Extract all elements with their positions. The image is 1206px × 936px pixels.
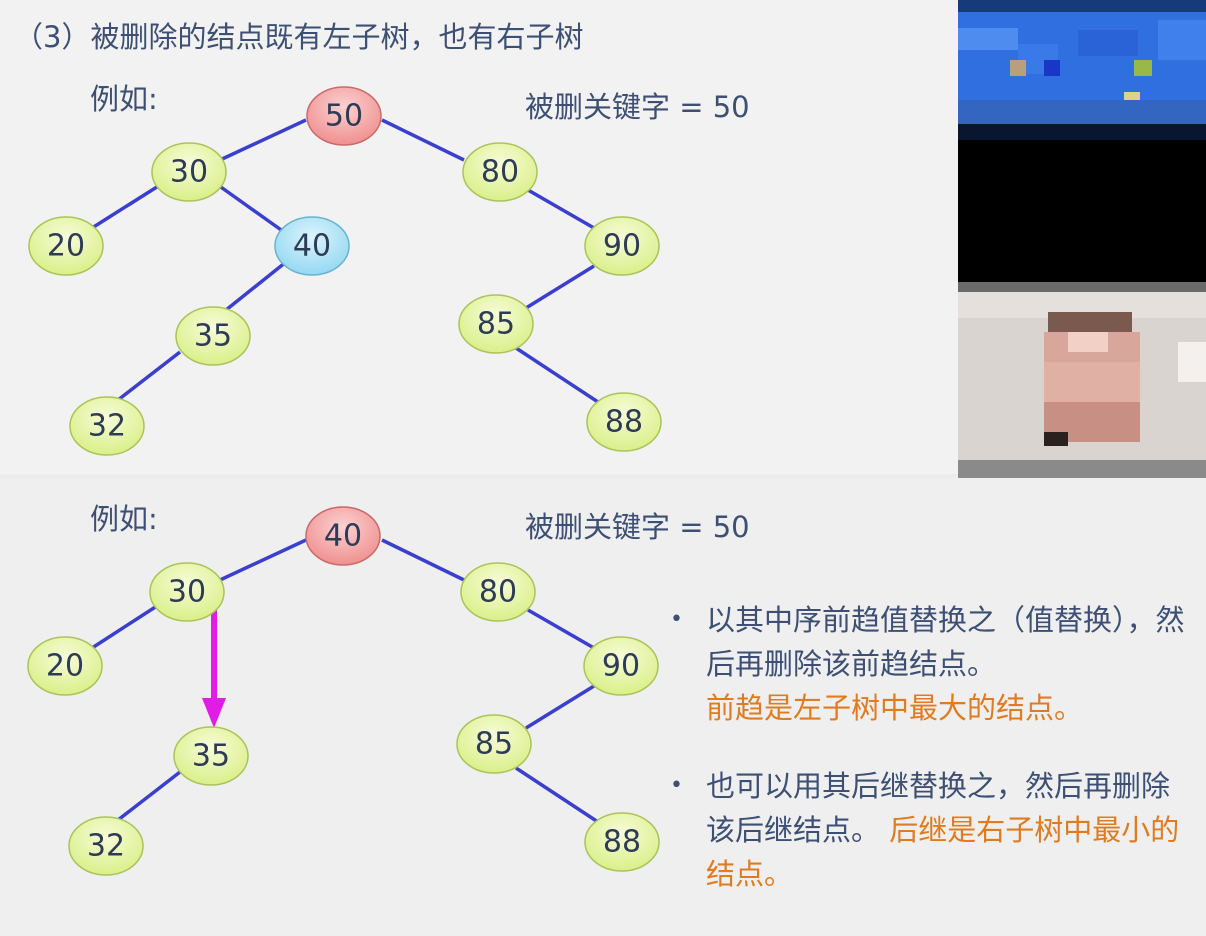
bullet-predecessor: • 以其中序前趋值替换之（值替换），然后再删除该前趋结点。 前趋是左子树中最大的…	[668, 598, 1188, 730]
tree-node-35: 35	[175, 306, 251, 366]
tree-node-30: 30	[149, 562, 225, 622]
bullet-predecessor-text: 以其中序前趋值替换之（值替换），然后再删除该前趋结点。	[706, 603, 1185, 681]
example-label-bottom: 例如:	[90, 502, 158, 536]
node-label: 90	[603, 229, 641, 264]
tree-node-50: 50	[306, 86, 382, 146]
node-label: 20	[46, 649, 84, 684]
node-label: 88	[603, 825, 641, 860]
edge-90-85	[525, 264, 595, 310]
edge-85-88	[515, 346, 599, 404]
node-label: 90	[602, 649, 640, 684]
bullet-successor-highlight: 后继是右子树中最小的结点。	[706, 813, 1180, 891]
tree-node-88: 88	[584, 812, 660, 872]
bullet-icon: •	[670, 773, 683, 798]
slide-top	[0, 0, 958, 474]
edge-50-80	[381, 118, 465, 162]
tree-node-85: 85	[458, 294, 534, 354]
node-label: 30	[168, 575, 206, 610]
edge-50-30	[219, 118, 307, 162]
tree-node-30: 30	[151, 142, 227, 202]
edge-90-85	[525, 684, 595, 730]
edge-80-90	[527, 188, 595, 230]
edge-30-40	[216, 183, 286, 234]
bullet-icon: •	[670, 607, 683, 632]
tree-node-90: 90	[583, 636, 659, 696]
bullet-successor-text: 也可以用其后继替换之，然后再删除该后继结点。	[706, 769, 1171, 847]
bullet-successor: • 也可以用其后继替换之，然后再删除该后继结点。 后继是右子树中最小的结点。	[668, 764, 1188, 896]
node-label: 50	[325, 99, 363, 134]
tree-node-40: 40	[274, 216, 350, 276]
node-label: 20	[47, 229, 85, 264]
explanation-bullets: • 以其中序前趋值替换之（值替换），然后再删除该前趋结点。 前趋是左子树中最大的…	[668, 598, 1188, 922]
example-label-top: 例如:	[90, 82, 158, 116]
move-arrow	[202, 604, 226, 728]
edge-35-32	[116, 350, 182, 402]
node-label: 85	[475, 727, 513, 762]
node-label: 32	[88, 409, 126, 444]
bst-diagram-before: 50 30 80 20 40 90 35 85 32 88	[28, 86, 662, 456]
node-label: 80	[481, 155, 519, 190]
slide-heading: （3）被删除的结点既有左子树，也有右子树	[14, 20, 584, 54]
node-label: 30	[170, 155, 208, 190]
edge-80-90	[527, 608, 595, 650]
tree-node-35: 35	[173, 726, 249, 786]
tree-node-40: 40	[305, 506, 381, 566]
tree-node-88: 88	[586, 392, 662, 452]
tree-node-32: 32	[69, 396, 145, 456]
deleted-key-label-top: 被删关键字 = 50	[525, 90, 750, 124]
node-label: 40	[324, 519, 362, 554]
edge-40-30	[219, 538, 307, 582]
tree-node-32: 32	[68, 816, 144, 876]
pixelated-video-bottom	[958, 282, 1206, 478]
bst-diagram-after: 40 30 80 20 90 35 85 32 88	[27, 506, 660, 876]
node-label: 35	[194, 319, 232, 354]
tree-node-20: 20	[27, 636, 103, 696]
edge-85-88	[515, 766, 599, 824]
tree-node-90: 90	[584, 216, 660, 276]
node-label: 35	[192, 739, 230, 774]
node-label: 85	[477, 307, 515, 342]
node-label: 40	[293, 229, 331, 264]
deleted-key-label-bottom: 被删关键字 = 50	[525, 510, 750, 544]
tree-node-20: 20	[28, 216, 104, 276]
tree-node-80: 80	[460, 562, 536, 622]
tree-node-80: 80	[462, 142, 538, 202]
pixelated-video-top	[958, 0, 1206, 140]
webcam-video-panel	[958, 0, 1206, 478]
tree-node-85: 85	[456, 714, 532, 774]
node-label: 32	[87, 829, 125, 864]
edge-35-32	[116, 770, 182, 822]
edge-30-20	[91, 183, 161, 230]
edge-40-35	[224, 260, 288, 312]
node-label: 88	[605, 405, 643, 440]
edge-40-80	[381, 538, 465, 582]
bullet-predecessor-highlight: 前趋是左子树中最大的结点。	[706, 691, 1084, 725]
node-label: 80	[479, 575, 517, 610]
edge-30-20	[91, 602, 161, 650]
